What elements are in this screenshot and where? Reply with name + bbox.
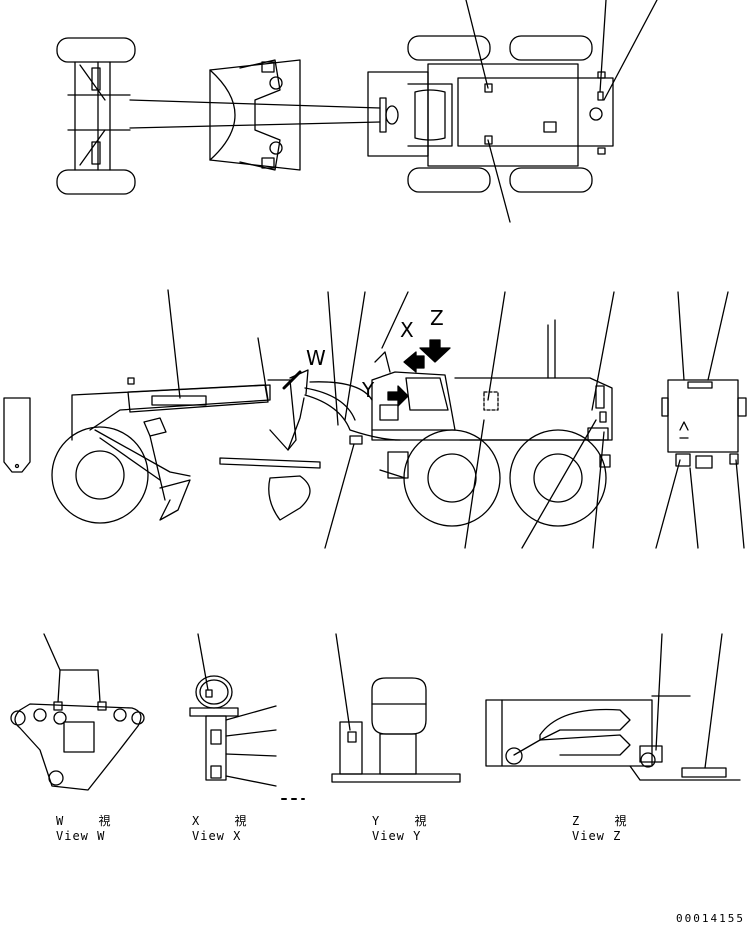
top-view-machine [57,0,657,222]
rear-view-machine [656,292,746,548]
drawing-number: 00014155 [676,912,745,925]
view-w-caption-jp: W 視 [56,814,125,828]
view-y-caption: View Y [372,829,422,843]
callout-x: X [400,318,414,342]
view-x-drawing [190,634,304,799]
view-y-caption-jp: Y 視 [372,814,441,828]
callout-y: Y [362,378,375,402]
side-view-machine [4,290,614,548]
callout-w: W [306,346,326,370]
view-z-caption-jp: Z 視 [572,814,641,828]
view-x-caption-jp: X 視 [192,814,261,828]
view-w-caption: View W [56,829,106,843]
view-z-drawing [486,634,740,780]
view-z-caption: View Z [572,829,622,843]
view-w-drawing [11,634,144,790]
view-x-caption: View X [192,829,242,843]
view-y-drawing [332,634,460,782]
callout-z: Z [430,306,444,330]
